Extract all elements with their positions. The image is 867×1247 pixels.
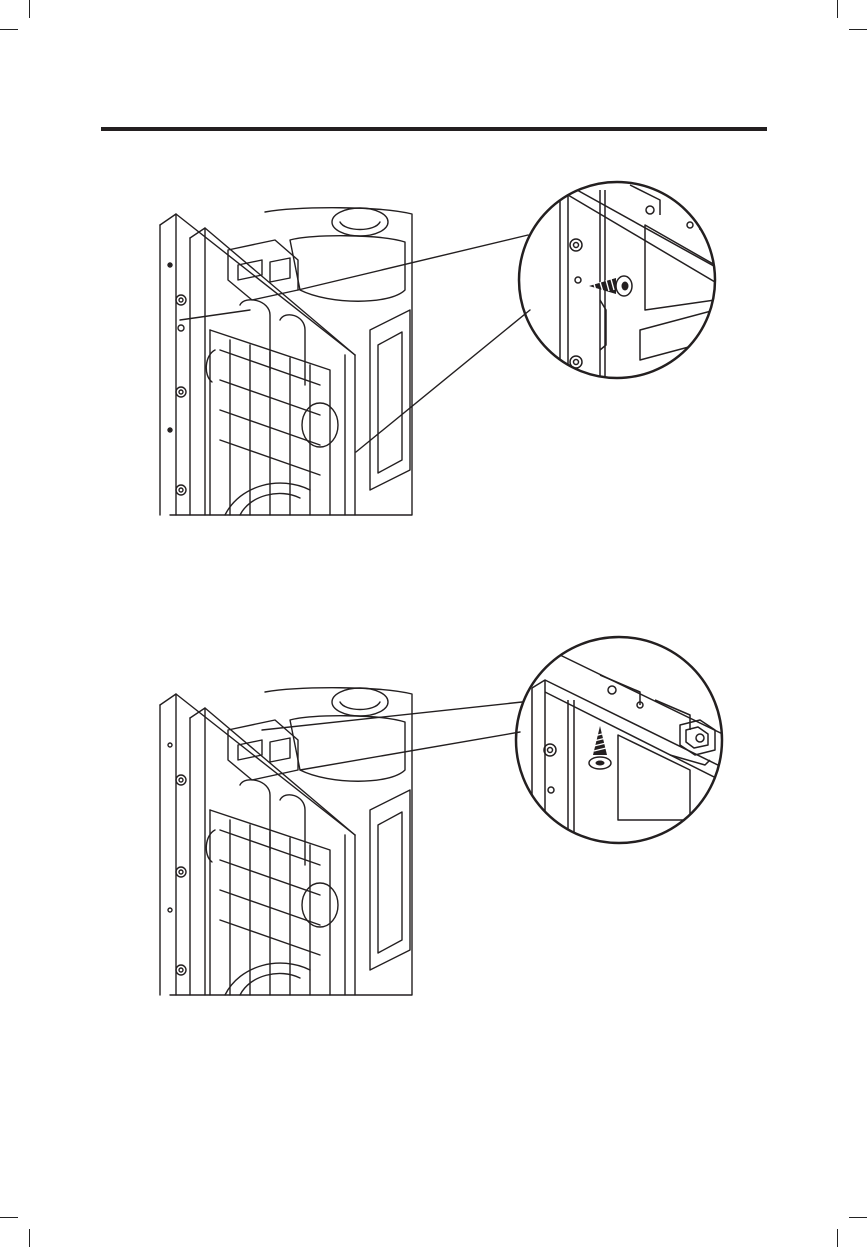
crop-mark-top-right-h: [849, 29, 867, 30]
figure-2-drawing: [0, 630, 867, 1010]
crop-mark-bottom-right-v: [837, 1229, 838, 1247]
figure-side-screw-install: [0, 170, 867, 530]
detail-callout-1: [560, 185, 730, 400]
crop-mark-top-left-v: [29, 0, 30, 18]
crop-mark-bottom-left-h: [0, 1217, 18, 1218]
header-rule: [101, 127, 767, 131]
crop-mark-bottom-left-v: [29, 1229, 30, 1247]
crop-mark-top-right-v: [837, 0, 838, 18]
screw-horizontal-icon: [589, 276, 632, 296]
crop-mark-bottom-right-h: [849, 1217, 867, 1218]
detail-callout-2: [532, 655, 735, 860]
screw-vertical-icon: [589, 726, 611, 769]
crop-mark-top-left-h: [0, 29, 18, 30]
figure-top-screw-install: [0, 630, 867, 1010]
figure-1-drawing: [0, 170, 867, 530]
